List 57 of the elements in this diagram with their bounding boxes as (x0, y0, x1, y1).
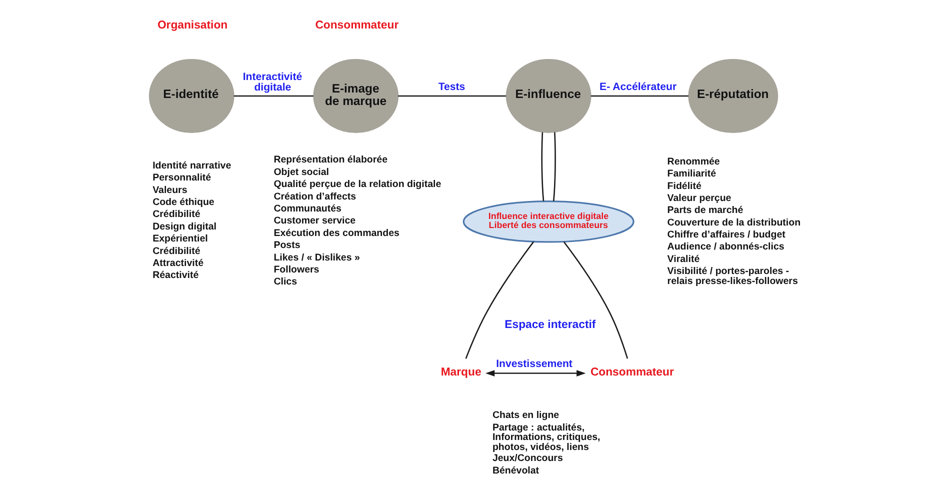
node-label: Renommée (666, 156, 720, 168)
node-label: Expérientiel (152, 234, 208, 245)
node-label: Clics (273, 276, 297, 288)
node-label: Identité narrative (152, 160, 231, 172)
node-label: Chiffre d’affaires / budget (666, 230, 785, 241)
node-label: Crédibilité (152, 246, 200, 257)
label: Jeux/Concours (492, 453, 562, 464)
edge-label: E- Accélérateur (599, 80, 676, 93)
node-ellipse: E-influence (505, 58, 591, 133)
node-label: Posts (273, 240, 300, 252)
node-label: Communautés (273, 204, 341, 215)
label: Espace interactif (504, 318, 596, 331)
node-label: Code éthique (152, 197, 214, 208)
node-label: Exécution des commandes (273, 228, 399, 239)
node-label: Création d’affects (273, 191, 356, 202)
node-label: Attractivité (152, 258, 204, 270)
connector (540, 132, 544, 202)
node-ellipse: E-réputation (688, 58, 778, 133)
connector (552, 132, 556, 202)
node-label: Valeurs (152, 184, 187, 196)
node-ellipse: E-image de marque (312, 58, 398, 133)
node-text: Marque (440, 366, 481, 378)
node-label: Design digital (152, 221, 216, 232)
edge-label: Investissement (496, 358, 572, 370)
node-label: Couverture de la distribution (666, 217, 800, 228)
node-label: Viralité (666, 254, 700, 265)
node-ellipse: E-identité (148, 58, 234, 133)
node-label: Personnalité (152, 172, 211, 184)
label: Organisation (156, 20, 228, 32)
label: Bénévolat (492, 465, 539, 476)
label: Chats en ligne (492, 410, 559, 422)
node-label: Followers (273, 264, 319, 276)
arrow (484, 370, 586, 376)
node-label: Parts de marché (666, 205, 743, 216)
connector (562, 241, 628, 359)
edge-label: Interactivité digitale (242, 71, 302, 94)
label: Consommateur (314, 20, 398, 32)
node-label: Qualité perçue de la relation digitale (273, 179, 441, 190)
connector (590, 95, 688, 97)
node-label: Familiarité (666, 168, 716, 180)
node-label: Fidélité (666, 180, 701, 192)
node-label: Crédibilité (152, 209, 200, 220)
node-label: Objet social (273, 166, 329, 178)
node-label: Audience / abonnés-clics (666, 242, 784, 253)
connector (398, 95, 506, 97)
connector (464, 241, 534, 359)
node-label: Valeur perçue (666, 192, 731, 204)
connector (233, 95, 313, 97)
node-label: Visibilité / portes-paroles - relais presse-likes-followers (666, 266, 798, 287)
node-label: Réactivité (152, 270, 198, 282)
label: Partage : actualités, Informations, critiques, photos, vidéos, liens (492, 422, 600, 453)
node-label: Likes / « Dislikes » (273, 252, 360, 264)
edge-label: Tests (438, 80, 465, 93)
node-ellipse: Influence interactive digitale Liberté des consommateurs (462, 200, 634, 243)
node-text: Consommateur (590, 366, 674, 378)
node-label: Représentation élaborée (273, 154, 388, 166)
node-label: Customer service (273, 216, 356, 227)
